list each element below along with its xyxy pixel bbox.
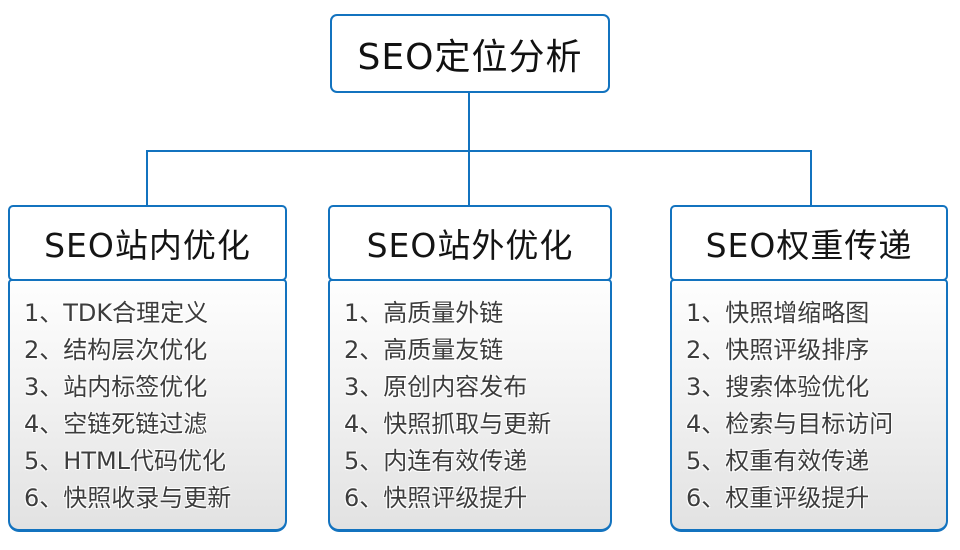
list-item: 6、快照评级提升: [344, 484, 528, 512]
root-node: SEO定位分析: [330, 14, 610, 93]
branch-title-label: SEO权重传递: [705, 226, 913, 265]
branch-item-list: 1、TDK合理定义 2、结构层次优化 3、站内标签优化 4、空链死链过滤 5、H…: [8, 279, 287, 532]
branch-title-label: SEO站外优化: [366, 226, 574, 265]
branch-weight-transfer: SEO权重传递 1、快照增缩略图 2、快照评级排序 3、搜索体验优化 4、检索与…: [670, 205, 948, 532]
list-item: 5、HTML代码优化: [24, 447, 227, 475]
list-item: 4、空链死链过滤: [24, 410, 208, 438]
list-item: 3、站内标签优化: [24, 373, 208, 401]
branch-item-list: 1、快照增缩略图 2、快照评级排序 3、搜索体验优化 4、检索与目标访问 5、权…: [670, 279, 948, 532]
branch-title-box: SEO权重传递: [670, 205, 948, 281]
list-item: 6、快照收录与更新: [24, 484, 232, 512]
list-item: 2、结构层次优化: [24, 336, 208, 364]
list-item: 2、快照评级排序: [686, 336, 870, 364]
connector-drop-right: [810, 150, 812, 207]
root-node-label: SEO定位分析: [357, 36, 583, 78]
list-item: 3、搜索体验优化: [686, 373, 870, 401]
connector-drop-left: [146, 150, 148, 207]
list-item: 4、检索与目标访问: [686, 410, 894, 438]
list-item: 1、TDK合理定义: [24, 299, 209, 327]
branch-onsite-optimization: SEO站内优化 1、TDK合理定义 2、结构层次优化 3、站内标签优化 4、空链…: [8, 205, 287, 532]
branch-offsite-optimization: SEO站外优化 1、高质量外链 2、高质量友链 3、原创内容发布 4、快照抓取与…: [328, 205, 612, 532]
branch-title-label: SEO站内优化: [44, 226, 251, 265]
list-item: 4、快照抓取与更新: [344, 410, 552, 438]
list-item: 5、权重有效传递: [686, 447, 870, 475]
list-item: 6、权重评级提升: [686, 484, 870, 512]
list-item: 1、高质量外链: [344, 299, 504, 327]
list-item: 3、原创内容发布: [344, 373, 528, 401]
branch-item-list: 1、高质量外链 2、高质量友链 3、原创内容发布 4、快照抓取与更新 5、内连有…: [328, 279, 612, 532]
list-item: 1、快照增缩略图: [686, 299, 870, 327]
list-item: 2、高质量友链: [344, 336, 504, 364]
connector-horizontal-bar: [146, 150, 812, 152]
list-item: 5、内连有效传递: [344, 447, 528, 475]
branch-title-box: SEO站外优化: [328, 205, 612, 281]
branch-title-box: SEO站内优化: [8, 205, 287, 281]
